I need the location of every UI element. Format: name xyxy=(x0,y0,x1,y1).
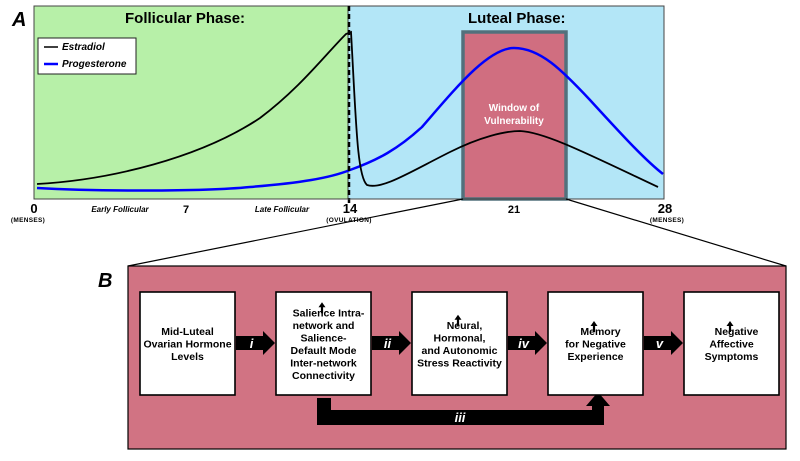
hormone-levels-box-text-line: Ovarian Hormone xyxy=(143,339,231,351)
increase-arrow-icon xyxy=(318,302,326,314)
memory-box-text-line: for Negative xyxy=(565,339,626,351)
arrow-i-label: i xyxy=(250,336,254,351)
stress-reactivity-box-frame xyxy=(411,291,508,396)
follicular-phase-title: Follicular Phase: xyxy=(125,10,245,27)
stress-reactivity-box-text-line: Stress Reactivity xyxy=(417,357,502,369)
tick-0-sub: (MENSES) xyxy=(11,217,45,224)
symptoms-box-text-line: Affective xyxy=(709,339,754,351)
salience-connectivity-box: Salience Intra-network andSalience-Defau… xyxy=(275,291,372,396)
luteal-phase-title: Luteal Phase: xyxy=(468,10,566,27)
progesterone-curve xyxy=(36,46,664,192)
tick-14-sub: (OVULATION) xyxy=(326,217,371,224)
arrow-iv-label: iv xyxy=(518,336,530,351)
panel-b-label: B xyxy=(98,270,112,292)
tick-21: 21 xyxy=(508,204,520,216)
arrow-v-label: v xyxy=(656,336,664,351)
arrow-v: v xyxy=(644,331,683,355)
increase-arrow-icon xyxy=(590,321,598,332)
hormone-levels-box-frame xyxy=(139,291,236,396)
tick-28-sub: (MENSES) xyxy=(650,217,684,224)
salience-connectivity-box-text-line: Connectivity xyxy=(292,370,355,382)
memory-box-frame xyxy=(547,291,644,396)
feedback-arrow-label: iii xyxy=(455,410,466,425)
stress-reactivity-box-text-line: Neural, xyxy=(447,320,483,332)
memory-box-text-line: Memory xyxy=(580,326,620,338)
salience-connectivity-box-text-line: Inter-network xyxy=(290,357,357,369)
feedback-arrow-path xyxy=(317,392,610,425)
legend-box xyxy=(37,37,137,75)
arrow-iv-shape xyxy=(508,331,547,355)
arrow-ii: ii xyxy=(372,331,411,355)
legend: Estradiol Progesterone xyxy=(37,37,137,75)
arrow-iv: iv xyxy=(508,331,547,355)
arrow-ii-shape xyxy=(372,331,411,355)
increase-arrow-icon xyxy=(726,321,734,332)
stress-reactivity-box-text-line: and Autonomic xyxy=(421,345,497,357)
panel-a: A Follicular Phase: Luteal Phase: Window… xyxy=(11,5,684,224)
salience-connectivity-box-text-line: Default Mode xyxy=(291,345,357,357)
arrow-i: i xyxy=(236,331,275,355)
arrow-v-shape xyxy=(644,331,683,355)
tick-28: 28 xyxy=(658,201,672,216)
symptoms-box-frame xyxy=(683,291,780,396)
memory-box-text-line: Experience xyxy=(567,351,623,363)
salience-connectivity-box-text-line: Salience Intra- xyxy=(293,307,365,319)
stress-reactivity-box-text-line: Hormonal, xyxy=(434,332,486,344)
early-follicular-label: Early Follicular xyxy=(91,205,149,214)
follicular-region xyxy=(33,5,349,200)
legend-progesterone-label: Progesterone xyxy=(62,59,127,70)
estradiol-curve xyxy=(36,30,659,188)
hormone-levels-box-text-line: Levels xyxy=(171,351,204,363)
hormone-levels-box-text-line: Mid-Luteal xyxy=(161,326,214,338)
window-label-line1: Window of xyxy=(489,103,540,114)
zoom-line-left xyxy=(127,198,464,267)
symptoms-box-text-line: Negative xyxy=(715,326,759,338)
window-label-line2: Vulnerability xyxy=(484,116,544,127)
salience-connectivity-box-text-line: Salience- xyxy=(300,332,347,344)
arrow-i-shape xyxy=(236,331,275,355)
increase-arrow-icon xyxy=(454,314,462,326)
arrow-ii-label: ii xyxy=(384,336,392,351)
symptoms-box-text-line: Symptoms xyxy=(705,351,759,363)
zoom-line-right xyxy=(565,198,787,267)
salience-connectivity-box-text-line: network and xyxy=(293,320,355,332)
salience-connectivity-box-frame xyxy=(275,291,372,396)
panel-a-label: A xyxy=(11,9,26,31)
tick-0: 0 xyxy=(30,201,37,216)
tick-7: 7 xyxy=(183,204,189,216)
tick-14: 14 xyxy=(343,201,358,216)
legend-estradiol-label: Estradiol xyxy=(62,42,105,53)
late-follicular-label: Late Follicular xyxy=(255,205,310,214)
